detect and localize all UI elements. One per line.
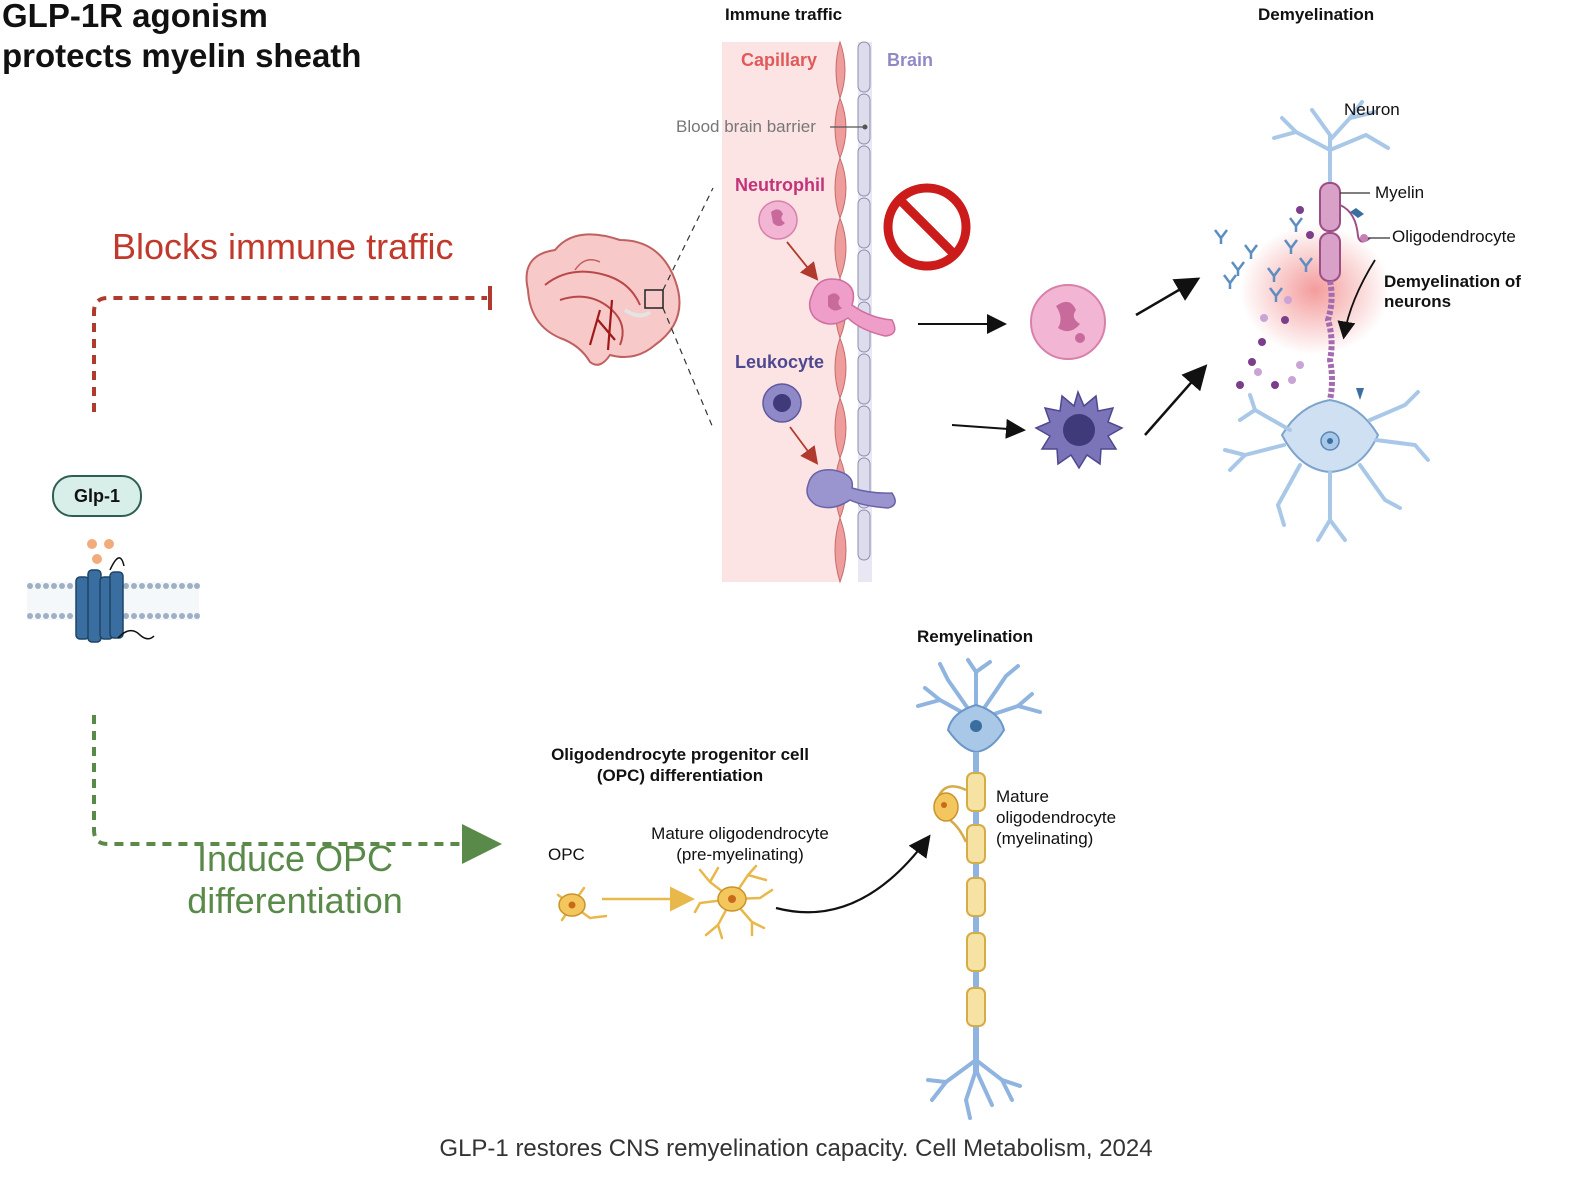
figure-title: GLP-1R agonism protects myelin sheath [2, 0, 362, 74]
glp1-ligand-dot [104, 539, 114, 549]
opc-cell [556, 886, 608, 922]
mature-myelinating-label: Mature oligodendrocyte (myelinating) [996, 787, 1117, 848]
neuron-soma [1280, 398, 1380, 474]
glp1-ligand-dot [87, 539, 97, 549]
mature-premyelinating-label: Mature oligodendrocyte (pre-myelinating) [651, 824, 829, 864]
remyelination-header: Remyelination [917, 627, 1034, 646]
glp1-receptor [27, 539, 200, 643]
brain-label: Brain [887, 50, 934, 70]
demyelination-of-neurons-label: Demyelination of neurons [1384, 272, 1521, 311]
leukocyte-cell [762, 383, 896, 509]
figure-caption: GLP-1 restores CNS remyelination capacit… [439, 1135, 1153, 1162]
dendrites-bottom [1223, 390, 1430, 542]
dendrites-top [1272, 100, 1390, 187]
immune-traffic-header: Immune traffic [725, 5, 843, 24]
neutrophil-label: Neutrophil [735, 175, 825, 195]
cytokine-dots [1236, 206, 1314, 389]
demyelinating-neuron [1214, 100, 1430, 542]
to-remyelination-arrow [775, 834, 931, 914]
induce-pathway-line [92, 715, 502, 864]
myelin-segment [1319, 182, 1341, 232]
neuron-label: Neuron [1344, 100, 1400, 119]
demyelination-header: Demyelination [1258, 5, 1375, 24]
myelinating-oligodendrocyte [933, 785, 968, 843]
bbb-label: Blood brain barrier [676, 117, 816, 136]
myelin-segment [1319, 232, 1341, 282]
block-pathway-line [92, 286, 492, 412]
neutrophil-cell [758, 200, 896, 337]
leukocyte-large [1034, 389, 1124, 470]
glp1-ligand-dot [92, 554, 102, 564]
damaged-axon [1324, 280, 1335, 401]
leukocyte-arrow [951, 418, 1026, 439]
to-demyelination-arrow-2 [1144, 364, 1208, 436]
leukocyte-label: Leukocyte [735, 352, 825, 372]
oligodendrocyte-label: Oligodendrocyte [1392, 227, 1516, 246]
to-demyelination-arrow-1 [1135, 277, 1201, 317]
premyelinating-oligodendrocyte [693, 864, 774, 940]
opc-label: OPC [548, 845, 585, 864]
neutrophil-large [1030, 284, 1106, 360]
myelin-label: Myelin [1375, 183, 1425, 202]
antibodies [1214, 217, 1313, 302]
dendrites-bottom-remyelination [926, 1058, 1022, 1120]
capillary-label: Capillary [741, 50, 818, 70]
remyelinated-neuron [916, 658, 1042, 1120]
blocks-immune-traffic-label: Blocks immune traffic [112, 226, 454, 267]
brain-illustration [525, 187, 714, 429]
block-sign-icon [883, 183, 971, 271]
induce-opc-label: Induce OPC differentiation [187, 838, 403, 921]
myelin-sheaths [966, 772, 986, 1027]
glp1-label: Glp-1 [52, 475, 142, 517]
inflammation-glow [1240, 225, 1390, 355]
opc-differentiation-header: Oligodendrocyte progenitor cell (OPC) di… [551, 745, 809, 785]
